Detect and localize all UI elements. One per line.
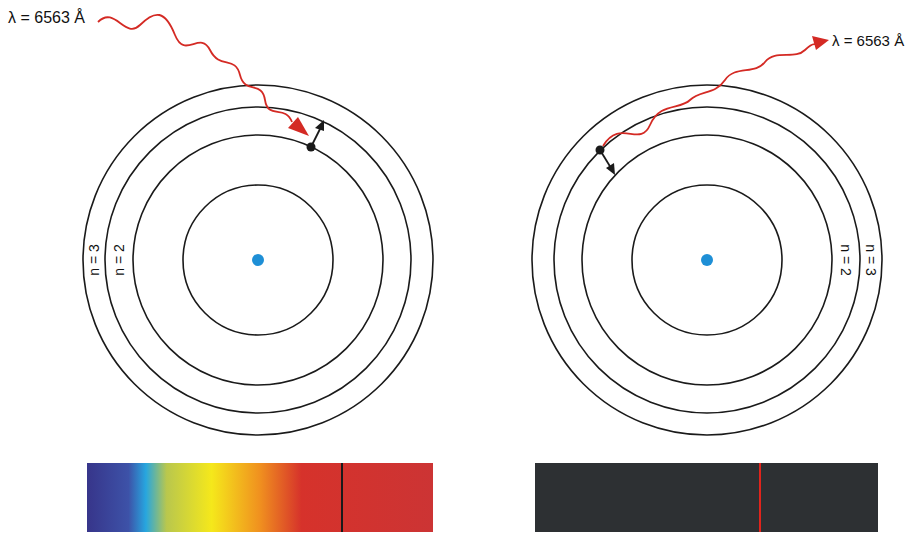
photon-arrowhead <box>288 117 309 136</box>
emission-line <box>759 463 761 532</box>
photon-wave <box>603 44 818 146</box>
orbit-label: n = 2 <box>839 244 853 276</box>
arrowhead <box>606 163 615 175</box>
absorption-line <box>341 463 343 532</box>
wavelength-label: λ = 6563 Å <box>832 33 904 48</box>
orbit-label: n = 2 <box>112 244 126 276</box>
transition-arrow <box>311 127 321 147</box>
transition-arrow <box>600 150 611 168</box>
orbit-rings <box>83 85 433 435</box>
wavelength-label: λ = 6563 Å <box>8 10 85 26</box>
emission-spectrum <box>535 463 878 532</box>
absorption-spectrum <box>87 463 433 532</box>
nucleus <box>701 254 713 266</box>
nucleus <box>252 254 264 266</box>
arrowhead <box>315 120 324 131</box>
orbit-rings <box>532 85 882 435</box>
orbit-label: n = 3 <box>864 244 878 276</box>
photon-wave <box>98 15 292 122</box>
photon-arrowhead <box>812 36 829 50</box>
orbit-label: n = 3 <box>87 244 101 276</box>
